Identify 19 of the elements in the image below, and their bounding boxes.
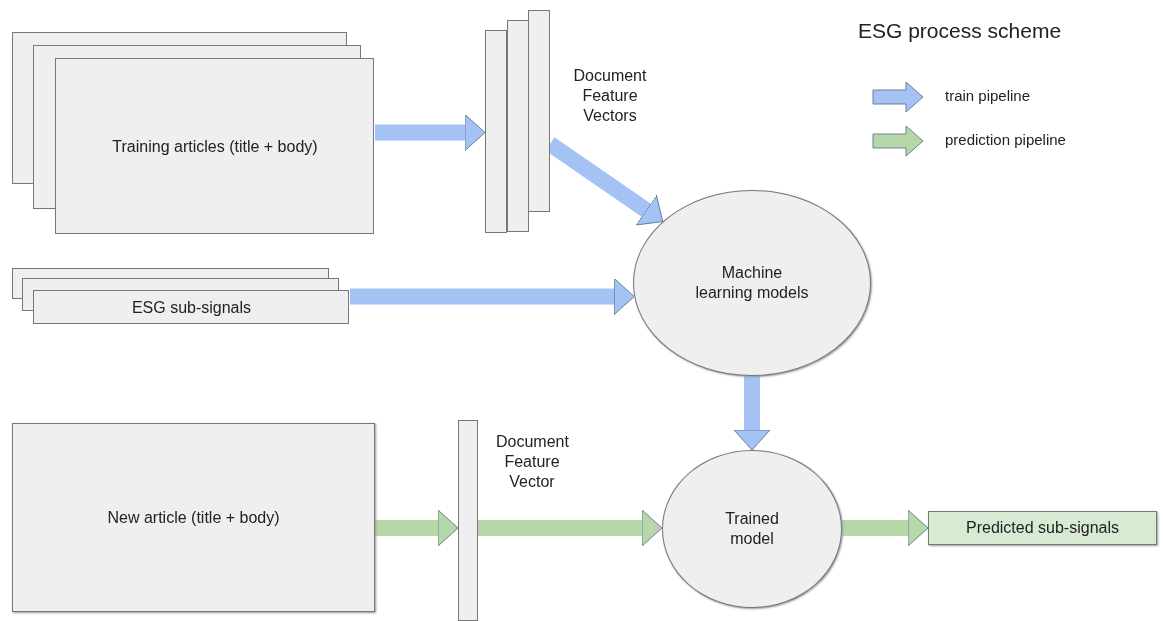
- legend-label: prediction pipeline: [945, 131, 1066, 150]
- node-label: ESG sub-signals: [131, 297, 252, 318]
- legend-label: train pipeline: [945, 87, 1031, 106]
- node-caption: Document Feature Vector: [496, 432, 568, 492]
- block-arrow: [478, 509, 663, 547]
- node-label: Trained model: [724, 509, 780, 549]
- block-arrow: [375, 114, 486, 151]
- block-arrow: [350, 278, 635, 315]
- block-arrow: [375, 509, 459, 547]
- node-label: New article (title + body): [107, 507, 280, 528]
- article-card: [12, 423, 375, 612]
- block-arrow: [842, 509, 929, 547]
- node-caption: Document Feature Vectors: [572, 66, 648, 126]
- node-label: Predicted sub-signals: [966, 518, 1119, 538]
- output-box: [928, 511, 1157, 545]
- node-label: Machine learning models: [694, 263, 810, 303]
- block-arrow: [733, 376, 771, 451]
- diagram-title: ESG process scheme: [858, 18, 1062, 44]
- node-label: Training articles (title + body): [112, 136, 318, 157]
